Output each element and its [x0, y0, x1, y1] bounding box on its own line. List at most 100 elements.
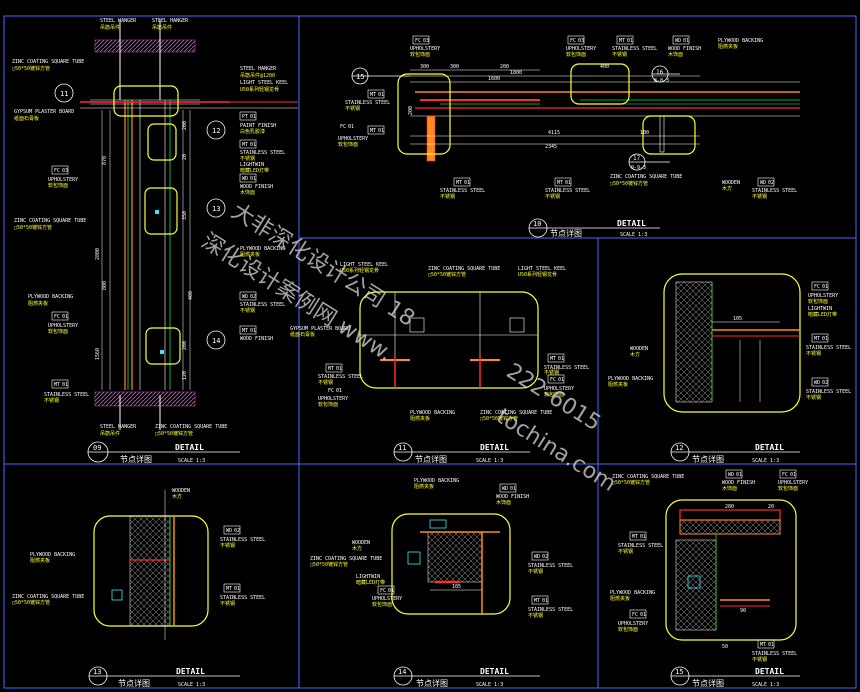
- p13-tag-wd02-num: 02: [234, 528, 240, 534]
- title-11-scale: SCALE 1:3: [476, 458, 503, 464]
- sheet-frame: [3, 15, 857, 689]
- p11-light-steel2: LIGHT STEEL KEEL: [518, 266, 566, 272]
- p15-tag-fc01: FC: [782, 472, 788, 478]
- p14-wooden-cn: 木方: [352, 545, 362, 552]
- title-10-detail: DETAIL: [617, 219, 646, 228]
- p13-tag-mt01-num: 01: [234, 586, 240, 592]
- title-15-number: 15: [675, 668, 683, 676]
- title-09-detail: DETAIL: [175, 443, 204, 452]
- title-14-number: 14: [398, 668, 406, 676]
- p10-ss5: STAINLESS STEEL: [545, 188, 590, 194]
- tag-fc03-num: 03: [62, 168, 68, 174]
- p10-tag-fc03-num: 03: [423, 38, 429, 44]
- p11-light-steel2-cn: U50系列轻钢龙骨: [518, 271, 557, 278]
- label-gypsum: GYPSUM PLASTER BOARD: [14, 109, 74, 115]
- callout-17-sheet: 9-9-3: [631, 165, 646, 171]
- tag-wd01: WD: [242, 176, 248, 182]
- p13-ss1-cn: 不锈钢: [220, 542, 235, 549]
- p11-tag-fc01-num: 01: [558, 377, 564, 383]
- title-11-number: 11: [398, 444, 406, 452]
- p13-ss1: STAINLESS STEEL: [220, 537, 265, 543]
- p10-uph3-cn: 软包饰面: [338, 141, 358, 148]
- tag-wd01-num: 01: [250, 176, 256, 182]
- title-15-cn: 节点详图: [692, 678, 724, 688]
- dim-09-3: 800: [102, 281, 108, 290]
- panel-15: 280 20 90 50 ZINC COATING SQUARE TUBE □5…: [610, 469, 808, 688]
- tag-mt01c: MT: [54, 382, 60, 388]
- panel-13: WOODEN 木方 PLYWOOD BACKING 阻燃夹板 WD 02 STA…: [12, 488, 265, 688]
- title-14-cn: 节点详图: [416, 678, 448, 688]
- dim-09-5: 20: [182, 154, 188, 160]
- p15-wood-cn: 木饰面: [722, 485, 737, 492]
- p15-zinc: ZINC COATING SQUARE TUBE: [612, 474, 684, 480]
- p14-wooden: WOODEN: [352, 540, 370, 546]
- p11-uph-cn: 软包饰面: [544, 391, 564, 398]
- p10-tag-fc03c-num: 03: [578, 38, 584, 44]
- label-uph2-cn: 软包饰面: [48, 328, 68, 335]
- p13-ss2: STAINLESS STEEL: [220, 595, 265, 601]
- title-block-12: 12 DETAIL 节点详图 SCALE 1:3: [670, 442, 800, 464]
- p11-ss2: STAINLESS STEEL: [318, 374, 363, 380]
- p10-tag-mt01d-num: 01: [378, 128, 384, 134]
- p15-tag-mt01: MT: [632, 534, 638, 540]
- p14-ss2-cn: 不锈钢: [528, 612, 543, 619]
- label-zinc-mid: ZINC COATING SQUARE TUBE: [14, 218, 86, 224]
- p15-uph2-cn: 软包饰面: [618, 626, 638, 633]
- label-ss-a-cn: 不锈钢: [240, 155, 255, 162]
- p12-tag-mt01-num: 01: [822, 336, 828, 342]
- p10-tag-wd02-num: 02: [768, 180, 774, 186]
- p12-ss1-cn: 不锈钢: [806, 350, 821, 357]
- dim-10-4: 1600: [488, 76, 500, 82]
- p11-light-steel-cn: U50系列轻钢龙骨: [340, 267, 379, 274]
- p12-tag-wd02-num: 02: [822, 380, 828, 386]
- p10-tag-mt01e-num: 01: [464, 180, 470, 186]
- title-11-detail: DETAIL: [480, 443, 509, 452]
- title-09-cn: 节点详图: [120, 454, 152, 464]
- title-block-13: 13 DETAIL 节点详图 SCALE 1:3: [88, 666, 240, 688]
- dim-10-3: 1800: [510, 70, 522, 76]
- p14-dim: 105: [452, 584, 461, 590]
- p10-ss5-cn: 不锈钢: [545, 193, 560, 200]
- p11-ss1-cn: 不锈钢: [544, 369, 559, 376]
- p12-uph-cn: 软包饰面: [808, 298, 828, 305]
- p14-tag-wd01-num: 01: [510, 486, 516, 492]
- p10-tag-mt01c: MT: [619, 38, 625, 44]
- p15-tag-mt01c-num: 01: [768, 642, 774, 648]
- label-steel-hanger-top: STEEL HANGER: [100, 18, 137, 24]
- title-09-scale: SCALE 1:3: [178, 458, 205, 464]
- tag-pt01: PT: [242, 114, 248, 120]
- title-block-15: 15 DETAIL 节点详图 SCALE 1:3: [670, 666, 800, 688]
- label-steel-hanger-top-cn: 吊筋吊件: [100, 24, 120, 31]
- label-uph2: UPHOLSTERY: [48, 323, 78, 329]
- p11-zinc: ZINC COATING SQUARE TUBE: [428, 266, 500, 272]
- tag-fc01-num: 01: [62, 314, 68, 320]
- tag-wd02: WD: [242, 294, 248, 300]
- tag-mt01b: MT: [242, 328, 248, 334]
- p10-fc01: FC: [340, 124, 346, 130]
- p11-gypsum: GYPSUM PLASTER BOARD: [290, 326, 350, 332]
- p10-tag-mt01e: MT: [456, 180, 462, 186]
- p10-wooden: WOODEN: [722, 180, 740, 186]
- p14-ss2: STAINLESS STEEL: [528, 607, 573, 613]
- callout-16: 16: [656, 69, 664, 76]
- p10-zinc-cn: □50*50镀锌方管: [610, 180, 648, 187]
- panel-10: 15 16 8-8-3 17 9-9-3 FC 03 UPHOLSTERY 软包…: [338, 35, 800, 238]
- p13-plywood: PLYWOOD BACKING: [30, 552, 75, 558]
- p10-tag-mt01f-num: 01: [565, 180, 571, 186]
- p10-tag-mt01d: MT: [370, 128, 376, 134]
- p14-wood-cn: 木饰面: [496, 499, 511, 506]
- p10-ss6: STAINLESS STEEL: [752, 188, 797, 194]
- title-14-detail: DETAIL: [480, 667, 509, 676]
- p14-tag-fc01: FC: [380, 588, 386, 594]
- tag-mt01a: MT: [242, 142, 248, 148]
- title-13-cn: 节点详图: [118, 678, 150, 688]
- title-14-scale: SCALE 1:3: [476, 682, 503, 688]
- label-ss-a: STAINLESS STEEL: [240, 150, 285, 156]
- p10-tag-fc03: FC: [415, 38, 421, 44]
- tag-mt01b-num: 01: [250, 328, 256, 334]
- p15-tag-mt01c: MT: [760, 642, 766, 648]
- tag-mt01a-num: 01: [250, 142, 256, 148]
- p11-zinc2-cn: □50*50镀锌方管: [480, 415, 518, 422]
- label-steel-hanger-top2: STEEL HANGER: [152, 18, 189, 24]
- p10-tag-mt01c-num: 01: [627, 38, 633, 44]
